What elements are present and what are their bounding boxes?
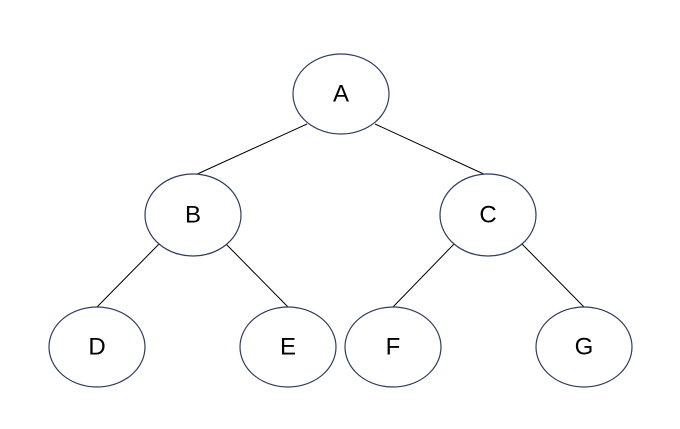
tree-node-c: C <box>439 173 537 257</box>
edge-c-f <box>392 242 456 308</box>
tree-node-f: F <box>344 306 442 388</box>
node-b-label: B <box>185 201 201 228</box>
node-e-label: E <box>280 333 296 360</box>
node-c-ellipse <box>439 173 537 257</box>
tree-node-a: A <box>292 53 390 135</box>
node-d-label: D <box>88 333 105 360</box>
edge-b-d <box>96 242 161 308</box>
node-g-ellipse <box>535 306 633 388</box>
node-e-ellipse <box>239 306 337 388</box>
tree-node-b: B <box>144 173 242 257</box>
node-a-ellipse <box>292 53 390 135</box>
node-g-label: G <box>575 333 594 360</box>
edge-c-g <box>520 242 585 308</box>
node-c-label: C <box>479 201 496 228</box>
node-b-ellipse <box>144 173 242 257</box>
node-f-label: F <box>386 333 401 360</box>
edge-a-c <box>374 123 489 177</box>
tree-node-d: D <box>48 306 146 388</box>
edge-a-b <box>192 123 308 177</box>
edge-b-e <box>224 242 289 308</box>
tree-node-g: G <box>535 306 633 388</box>
node-a-label: A <box>333 80 349 107</box>
tree-node-e: E <box>239 306 337 388</box>
node-d-ellipse <box>48 306 146 388</box>
node-f-ellipse <box>344 306 442 388</box>
